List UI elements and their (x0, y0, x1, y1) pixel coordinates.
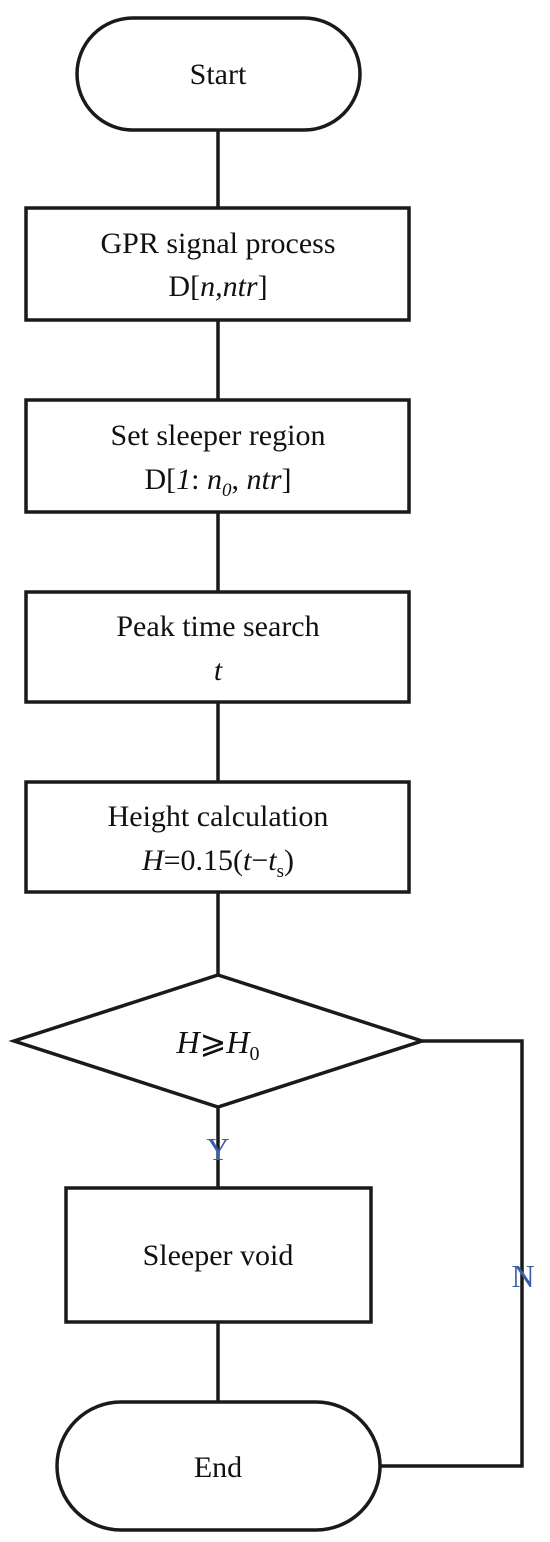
step2-title: Set sleeper region (111, 419, 326, 452)
end-terminator: End (55, 1400, 382, 1532)
step-peak-time-search: Peak time search t (24, 590, 411, 704)
end-label: End (194, 1451, 242, 1484)
step2-formula: D[1: n0, ntr] (144, 463, 291, 501)
step1-title: GPR signal process (101, 227, 336, 260)
decision-condition: H⩾H0 (175, 1024, 259, 1065)
branch-no-label: N (511, 1258, 534, 1294)
start-label: Start (190, 58, 247, 91)
branch-yes-label: Y (206, 1131, 229, 1167)
step4-formula: H=0.15(t−ts) (141, 844, 294, 882)
start-terminator: Start (75, 16, 362, 132)
decision-height-threshold: H⩾H0 (8, 973, 428, 1109)
connector-decision-no-end (380, 1039, 524, 1468)
step3-formula: t (214, 654, 223, 687)
step-sleeper-void: Sleeper void (64, 1186, 373, 1324)
step-gpr-signal-process: GPR signal process D[n,ntr] (24, 206, 411, 322)
step-height-calculation: Height calculation H=0.15(t−ts) (24, 780, 411, 894)
step4-title: Height calculation (108, 800, 329, 833)
step-set-sleeper-region: Set sleeper region D[1: n0, ntr] (24, 398, 411, 514)
step3-title: Peak time search (116, 610, 319, 643)
step5-title: Sleeper void (143, 1239, 294, 1272)
step1-formula: D[n,ntr] (168, 270, 267, 303)
